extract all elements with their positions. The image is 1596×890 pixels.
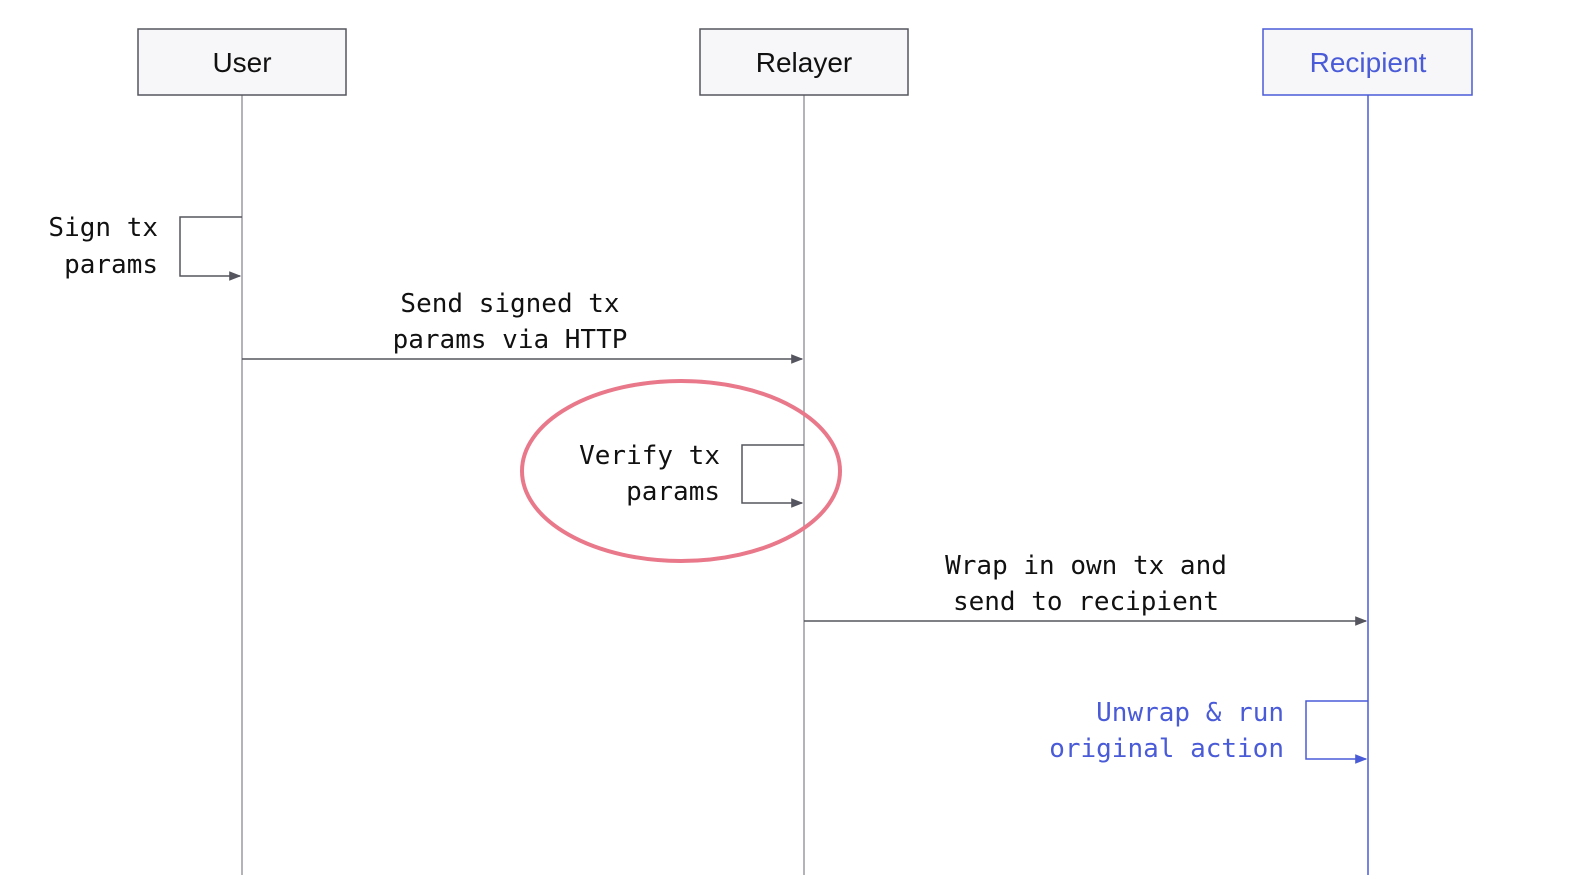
message-wrap-and-send: Wrap in own tx and send to recipient — [804, 551, 1368, 626]
actor-recipient-label: Recipient — [1310, 47, 1427, 78]
message-sign-line-1: Sign tx — [48, 213, 158, 243]
message-wrap-line-2: send to recipient — [953, 587, 1219, 617]
highlight-circle — [520, 379, 842, 563]
message-sign-tx-params: Sign tx params — [48, 213, 242, 281]
message-send-line-2: params via HTTP — [393, 325, 628, 355]
actor-recipient: Recipient — [1262, 28, 1473, 96]
actor-relayer: Relayer — [699, 28, 909, 96]
self-arrow-sign — [179, 216, 242, 281]
actor-user: User — [137, 28, 347, 96]
message-unwrap-line-2: original action — [1049, 734, 1284, 764]
message-verify-line-2: params — [626, 477, 720, 507]
actor-relayer-label: Relayer — [756, 47, 852, 78]
message-send-line-1: Send signed tx — [400, 289, 619, 319]
self-arrow-unwrap — [1305, 700, 1368, 764]
actor-user-label: User — [212, 47, 271, 78]
message-unwrap-and-run: Unwrap & run original action — [1049, 698, 1368, 764]
message-verify-tx-params: Verify tx params — [520, 379, 842, 563]
message-wrap-line-1: Wrap in own tx and — [945, 551, 1227, 581]
message-send-signed-tx: Send signed tx params via HTTP — [242, 289, 804, 364]
message-sign-line-2: params — [64, 250, 158, 280]
message-unwrap-line-1: Unwrap & run — [1096, 698, 1284, 728]
message-verify-line-1: Verify tx — [579, 441, 720, 471]
self-arrow-verify — [741, 444, 804, 508]
